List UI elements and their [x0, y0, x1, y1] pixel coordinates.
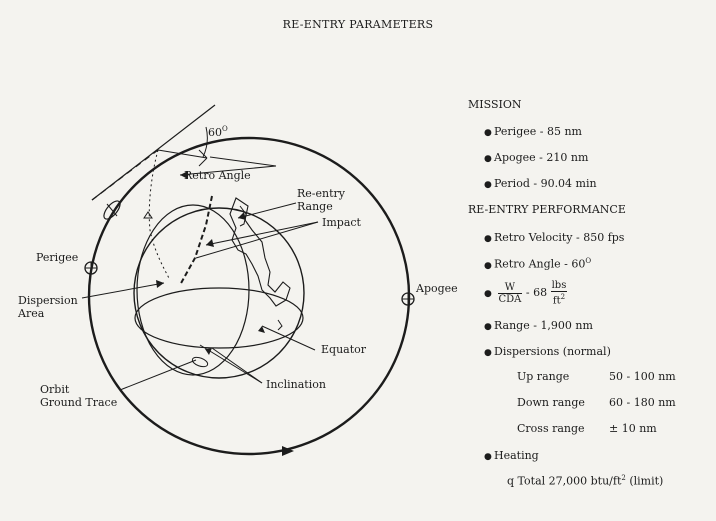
orbit-ground-trace-line [136, 204, 250, 376]
dispersions-item: ●Dispersions (normal) [484, 345, 611, 358]
continent-shape [229, 197, 291, 307]
q-total-row: q Total 27,000 btu/ft2 (limit) [507, 474, 664, 488]
reentry-trajectory [148, 149, 171, 281]
apogee-item: ●Apogee - 210 nm [484, 151, 589, 164]
equator-line [134, 287, 304, 349]
angle-arc [202, 126, 208, 158]
reentry-range-label-line1: Re-entry [297, 187, 346, 200]
perigee-label: Perigee [36, 251, 78, 264]
range-item: ●Range - 1,900 nm [484, 319, 593, 332]
impact-label: Impact [322, 216, 362, 229]
leader-lines [81, 156, 319, 391]
mission-heading: MISSION [468, 98, 522, 111]
heating-item: ●Heating [484, 449, 539, 462]
orbit-path [87, 136, 411, 456]
apogee-marker [401, 292, 415, 306]
dispersion-area-label-line2: Area [17, 307, 45, 320]
dispersion-area-label-line1: Dispersion [18, 294, 78, 307]
apogee-label: Apogee [415, 282, 458, 295]
leader-arrowheads [156, 171, 265, 355]
capsule-icon [143, 211, 153, 219]
orbit-ground-trace-label-line2: Ground Trace [40, 396, 117, 409]
earth-globe [133, 197, 305, 379]
spacecraft-icon [103, 200, 121, 220]
perigee-marker [84, 261, 98, 275]
perigee-item: ●Perigee - 85 nm [484, 125, 582, 138]
cross-range-row: Cross range± 10 nm [517, 422, 657, 435]
retro-angle-item: ●Retro Angle - 60O [484, 257, 592, 271]
equator-label: Equator [321, 343, 367, 356]
retro-velocity-item: ●Retro Velocity - 850 fps [484, 231, 625, 244]
reentry-range-label-line2: Range [297, 200, 333, 213]
angle-label: 60O [208, 125, 228, 139]
reentry-diagram: 60O Retro Angle Re-entry Range Impact Pe… [17, 104, 458, 456]
orbit-direction-arrow [282, 446, 294, 456]
retro-angle-label: Retro Angle [184, 169, 251, 182]
period-item: ●Period - 90.04 min [484, 177, 597, 190]
inclination-label: Inclination [266, 378, 326, 391]
orbit-ground-trace-label-line1: Orbit [40, 383, 70, 396]
page-title: RE-ENTRY PARAMETERS [282, 18, 434, 31]
reentry-performance-heading: RE-ENTRY PERFORMANCE [468, 203, 626, 216]
